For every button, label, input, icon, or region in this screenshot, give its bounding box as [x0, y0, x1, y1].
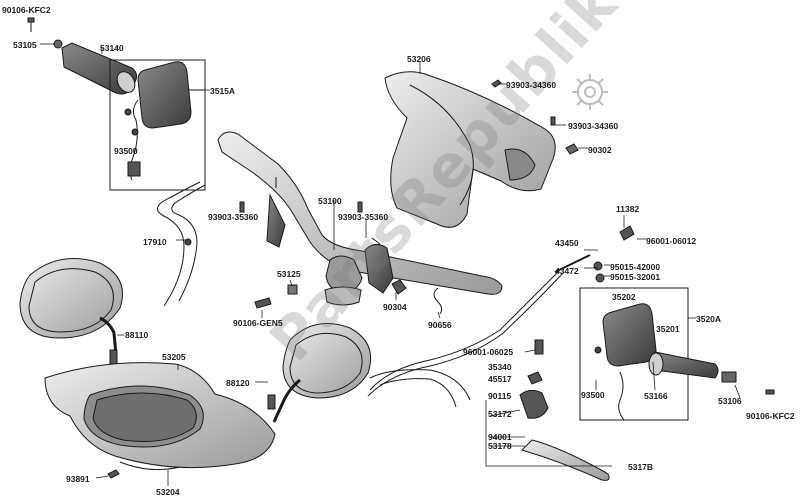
part-label: 93500 — [581, 390, 605, 400]
part-label: 53178 — [488, 441, 512, 451]
part-label: 53172 — [488, 409, 512, 419]
part-label: 45517 — [488, 374, 512, 384]
part-label: 93903-35360 — [208, 212, 259, 222]
part-label: 53106 — [718, 396, 742, 406]
part-label: 93891 — [66, 474, 90, 484]
part-label: 94001 — [488, 432, 512, 442]
left-grip — [61, 42, 138, 95]
part-label: 43450 — [555, 238, 579, 248]
part-label: 11382 — [616, 204, 640, 214]
part-label: 53205 — [162, 352, 186, 362]
part-label: 53105 — [13, 40, 37, 50]
part-label: 35340 — [488, 362, 512, 372]
part-label: 93500 — [114, 146, 138, 156]
part-label: 93903-34360 — [568, 121, 619, 131]
leader-lines — [40, 43, 741, 486]
throttle-cable — [157, 181, 206, 307]
part-label: 93903-35360 — [338, 212, 389, 222]
part-label: 95015-32001 — [610, 272, 661, 282]
part-label: 3520A — [696, 314, 722, 324]
part-label: 93903-34360 — [506, 80, 557, 90]
screw-93903-top — [491, 79, 579, 155]
left-mirror — [19, 258, 123, 365]
part-label: 90302 — [588, 145, 612, 155]
part-label: 35201 — [656, 324, 680, 334]
handlebar — [217, 131, 503, 306]
part-label: 5317B — [628, 462, 654, 472]
part-label: 17910 — [143, 237, 167, 247]
part-label: 53166 — [644, 391, 668, 401]
part-label: 35202 — [612, 292, 636, 302]
screw-93891 — [107, 469, 120, 479]
left-switch-frame — [109, 59, 206, 191]
part-label: 96001-06012 — [646, 236, 697, 246]
part-label: 90106-KFC2 — [2, 5, 51, 15]
part-label: 53204 — [156, 487, 180, 497]
part-label: 53206 — [407, 54, 431, 64]
part-label: 90656 — [428, 320, 452, 330]
right-switch-frame — [579, 287, 689, 421]
part-label: 53125 — [277, 269, 301, 279]
right-grip — [648, 351, 775, 395]
part-label: 90115 — [488, 391, 512, 401]
part-label: 3515A — [210, 86, 236, 96]
right-mirror — [267, 323, 372, 423]
part-label: 53140 — [100, 43, 124, 53]
part-label: 96001-06025 — [463, 347, 514, 357]
part-label: 90304 — [383, 302, 407, 312]
gear-watermark-icon — [572, 74, 608, 110]
grip-end-bolt-left — [27, 17, 35, 32]
brake-lever — [519, 339, 610, 481]
front-cover — [384, 71, 556, 228]
part-label: 88110 — [125, 330, 149, 340]
part-label: 53100 — [318, 196, 342, 206]
lower-handle-cover — [44, 362, 276, 471]
brake-cable — [367, 225, 635, 408]
part-label: 90106-GEN5 — [233, 318, 283, 328]
part-label: 43472 — [555, 266, 579, 276]
part-label: 88120 — [226, 378, 250, 388]
part-label: 95015-42000 — [610, 262, 661, 272]
part-label: 90106-KFC2 — [746, 411, 795, 421]
